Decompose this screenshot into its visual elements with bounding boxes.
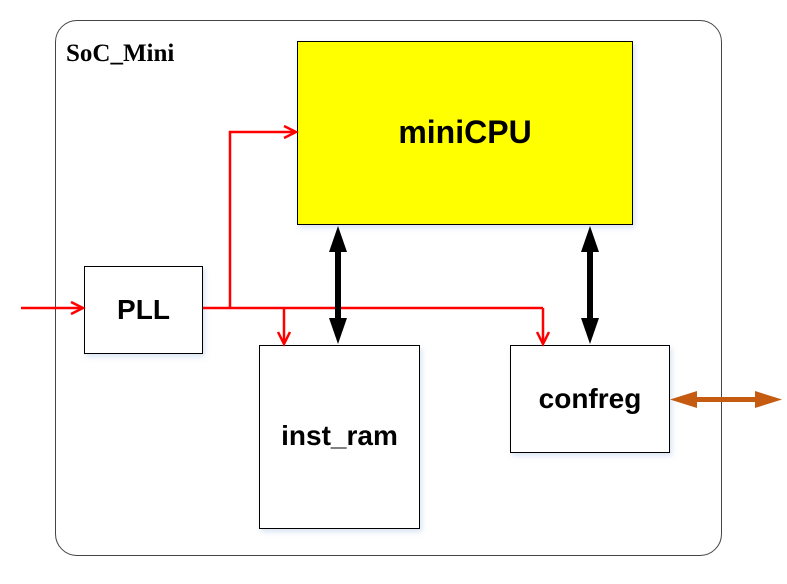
- clock-to-cpu-wire: [228, 124, 299, 308]
- clock-input-wire: [21, 300, 86, 316]
- soc-title: SoC_Mini: [66, 40, 175, 67]
- confreg-block: confreg: [510, 345, 670, 453]
- inst-ram-block: inst_ram: [259, 345, 420, 529]
- pll-block: PLL: [84, 266, 203, 354]
- clock-to-inst-ram-wire: [276, 308, 292, 347]
- confreg-label: confreg: [538, 383, 642, 414]
- minicpu-label: miniCPU: [398, 114, 532, 150]
- confreg-external-io-arrow: [670, 391, 782, 408]
- cpu-inst-ram-bus-arrow: [329, 226, 347, 344]
- cpu-confreg-bus-arrow: [581, 226, 599, 344]
- inst-ram-label: inst_ram: [281, 420, 398, 451]
- pll-label: PLL: [117, 294, 170, 325]
- minicpu-block: miniCPU: [297, 41, 633, 225]
- clock-to-confreg-wire: [535, 308, 551, 347]
